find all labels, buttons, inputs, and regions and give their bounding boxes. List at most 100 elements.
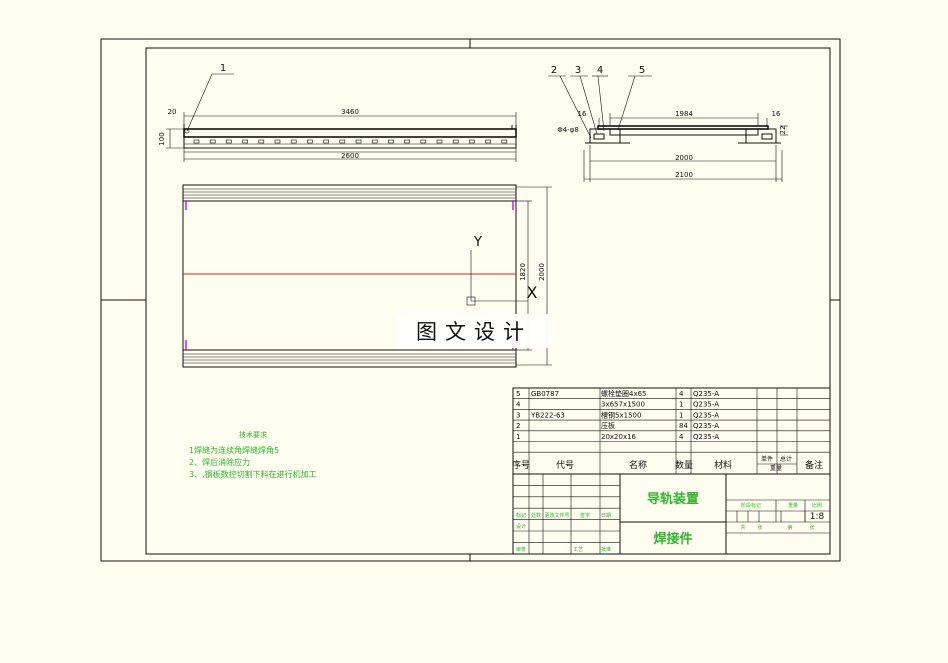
bom-cell-qty: 4 bbox=[679, 390, 684, 398]
tech-note-2: 2、焊后消除应力 bbox=[189, 457, 250, 467]
scale-value: 1:8 bbox=[810, 512, 825, 522]
bom-cell-qty: 84 bbox=[679, 422, 688, 430]
bom-header-unit: 单件 bbox=[761, 455, 773, 463]
front-slot bbox=[307, 139, 313, 144]
front-slot bbox=[209, 139, 216, 144]
dim-front-left: 20 bbox=[168, 108, 177, 116]
callout-3: 3 bbox=[575, 65, 581, 76]
sig-label-file: 更改文件号 bbox=[544, 512, 569, 519]
axis-x-label: X bbox=[527, 283, 538, 302]
dim-side-top: 1984 bbox=[675, 110, 693, 118]
bom-cell-no: 2 bbox=[516, 422, 520, 430]
bom-header-mat: 材料 bbox=[714, 459, 732, 471]
sig-label-sign: 签字 bbox=[580, 512, 590, 519]
front-slot bbox=[420, 139, 427, 144]
bom-header-qty: 数量 bbox=[675, 459, 693, 471]
callout-1: 1 bbox=[220, 63, 226, 74]
sheet-label-total: 共 bbox=[740, 524, 745, 531]
bom-cell-name: 3x657x1500 bbox=[601, 401, 645, 409]
front-slot bbox=[388, 139, 394, 144]
dim-side-hole: Φ4-φ8 bbox=[557, 126, 579, 134]
bom-header-remark: 备注 bbox=[805, 459, 823, 471]
front-slot bbox=[290, 139, 297, 144]
drawing-title: 导轨装置 bbox=[647, 491, 699, 507]
front-slot bbox=[226, 139, 232, 144]
stage-label-weight: 重量 bbox=[788, 502, 798, 509]
sig-label-date: 日期 bbox=[601, 513, 611, 519]
tech-note-1: 1焊缝为连续角焊缝焊角5 bbox=[189, 445, 279, 455]
title-block: 标记 处数 更改文件号 签字 日期 设计 审核 工艺 批准 导轨装置 焊接件 阶… bbox=[512, 473, 831, 555]
watermark-box bbox=[396, 314, 552, 348]
sheet-outer-border bbox=[100, 38, 841, 562]
bom-header-weight: 重量 bbox=[770, 464, 782, 472]
bom-cell-qty: 1 bbox=[679, 411, 683, 419]
stage-label-scale: 比例 bbox=[812, 502, 822, 509]
bom-cell-mat: Q235-A bbox=[693, 422, 719, 430]
bom-header-code: 代号 bbox=[556, 460, 574, 471]
callout-2: 2 bbox=[551, 65, 557, 76]
sig-label-count: 处数 bbox=[531, 512, 541, 519]
front-slot bbox=[404, 139, 410, 144]
front-slot bbox=[193, 139, 200, 144]
tech-notes-heading: 技术要求 bbox=[239, 430, 267, 439]
axis-y-label: Y bbox=[473, 235, 482, 250]
front-slot bbox=[436, 139, 443, 144]
bom-cell-mat: Q235-A bbox=[693, 390, 719, 398]
bom-cell-name: 螺栓垫圈4x65 bbox=[601, 389, 647, 398]
stage-label-mark: 阶段标记 bbox=[741, 502, 761, 509]
bom-header-total: 总计 bbox=[780, 455, 792, 463]
bom-cell-qty: 4 bbox=[679, 433, 684, 441]
front-slot bbox=[371, 139, 378, 144]
bom-header-no: 序号 bbox=[512, 459, 530, 471]
bom-cell-no: 3 bbox=[516, 411, 520, 419]
bom-cell-code: GB0787 bbox=[531, 390, 559, 398]
bom-cell-mat: Q235-A bbox=[693, 433, 719, 441]
bom-cell-mat: Q235-A bbox=[693, 401, 719, 409]
dim-plan-outer: 2000 bbox=[538, 263, 546, 281]
sig-label-mark: 标记 bbox=[516, 512, 526, 519]
front-slot bbox=[339, 139, 346, 144]
side-view: 1984 16 16 2000 2100 Φ4-φ8 22 2 3 4 5 bbox=[548, 65, 788, 182]
technical-notes: 技术要求 1焊缝为连续角焊缝焊角5 2、焊后消除应力 3、,钢板数控切割下料在进… bbox=[189, 430, 317, 479]
front-slot bbox=[323, 139, 329, 144]
dim-side-22: 22 bbox=[779, 126, 787, 135]
sig-label-process: 工艺 bbox=[573, 547, 583, 553]
watermark-text: 图文设计 bbox=[416, 320, 532, 344]
front-slot bbox=[501, 139, 508, 144]
front-view: 3460 20 2600 100 1 bbox=[158, 63, 517, 162]
dim-side-left-16: 16 bbox=[578, 110, 587, 118]
tech-note-3: 3、,钢板数控切割下料在进行机加工 bbox=[189, 469, 317, 479]
dim-plan-inner: 1820 bbox=[519, 263, 527, 281]
sheet-label-no: 第 bbox=[787, 524, 792, 531]
sheet-label-zhang2: 张 bbox=[809, 524, 814, 531]
front-slot bbox=[452, 139, 459, 144]
front-slot bbox=[274, 139, 281, 144]
dim-front-inner: 2600 bbox=[341, 152, 359, 160]
sig-label-design: 设计 bbox=[516, 523, 526, 530]
sig-label-approve: 批准 bbox=[601, 546, 611, 553]
front-slot bbox=[242, 139, 248, 144]
drawing-frame bbox=[145, 47, 831, 555]
bom-cell-no: 1 bbox=[516, 433, 520, 441]
front-slot bbox=[485, 139, 491, 144]
dim-side-overall: 2100 bbox=[675, 171, 693, 179]
sheet-label-zhang1: 张 bbox=[757, 524, 762, 531]
front-slot bbox=[469, 139, 475, 144]
callout-5: 5 bbox=[639, 65, 645, 76]
bom-cell-name: 压板 bbox=[601, 421, 615, 430]
bom-cell-qty: 1 bbox=[679, 401, 683, 409]
bom-cell-name: 20x20x16 bbox=[601, 433, 637, 441]
dim-side-mid: 2000 bbox=[675, 154, 693, 162]
callout-4: 4 bbox=[597, 65, 603, 76]
dim-front-overall: 3460 bbox=[341, 108, 359, 116]
bom-cell-code: YB222-63 bbox=[530, 411, 565, 419]
bom-cell-no: 5 bbox=[516, 390, 520, 398]
drawing-subtitle: 焊接件 bbox=[653, 531, 692, 547]
bom-cell-name: 槽钢5x1500 bbox=[601, 410, 641, 419]
dim-front-height: 100 bbox=[158, 132, 166, 145]
sig-label-review: 审核 bbox=[516, 546, 526, 553]
front-slot bbox=[355, 139, 362, 144]
bom-header-name: 名称 bbox=[629, 459, 647, 471]
